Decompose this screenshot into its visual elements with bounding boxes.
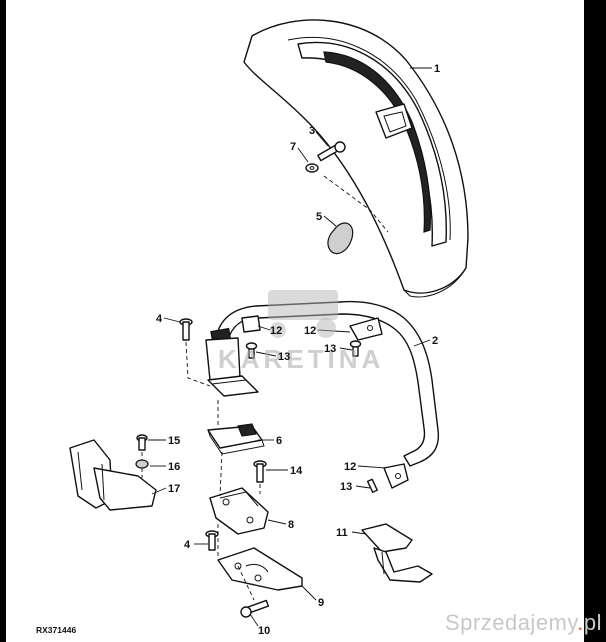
tube-clamp-part-lower — [383, 463, 409, 489]
side-bolt-part — [136, 434, 148, 451]
alignment-line-mount — [185, 341, 211, 387]
fender-washer-part — [305, 163, 319, 173]
base-bolt-part — [240, 599, 270, 618]
callout-6: 6 — [276, 435, 282, 447]
reflector-part — [327, 222, 354, 255]
watermark-text: KARETINA — [218, 344, 384, 374]
callout-3: 3 — [309, 125, 315, 137]
callout-12-lower: 12 — [344, 461, 356, 473]
callout-12-right: 12 — [304, 325, 316, 337]
callout-labels: 1 2 3 7 5 4 12 12 13 13 6 14 15 16 17 12… — [156, 63, 440, 637]
tube-screw-part-right — [349, 340, 362, 357]
base-plate-part — [217, 547, 303, 591]
watermark: KARETINA — [218, 290, 384, 374]
callout-4-upper: 4 — [156, 313, 163, 325]
brand-dot: . — [577, 610, 584, 635]
callout-8: 8 — [288, 519, 294, 531]
exploded-parts-diagram: KARETINA 1 2 3 7 5 4 12 12 13 13 6 14 15… — [69, 19, 469, 637]
rear-bracket-part — [361, 523, 433, 583]
tube-clamp-part-right — [349, 317, 383, 341]
alignment-line-fender — [323, 175, 389, 233]
callout-12-left: 12 — [270, 325, 282, 337]
callout-5: 5 — [316, 211, 322, 223]
mount-bolt-part-upper — [179, 318, 193, 341]
callout-13-right: 13 — [324, 343, 336, 355]
callout-15: 15 — [168, 435, 180, 447]
callout-14: 14 — [290, 465, 303, 477]
callout-9: 9 — [318, 597, 324, 609]
alignment-line-stack — [217, 400, 223, 558]
drawing-reference: RX371446 — [36, 625, 77, 635]
side-bracket-part — [69, 439, 157, 511]
side-nut-part — [135, 459, 149, 469]
tube-clamp-part-left — [241, 315, 261, 333]
callout-13-lower: 13 — [340, 481, 352, 493]
mount-bolt-part-lower — [205, 530, 219, 551]
brand-watermark: Sprzedajemy.pl — [445, 610, 602, 636]
tube-screw-part-lower — [366, 478, 378, 493]
callout-1: 1 — [434, 63, 440, 75]
callout-16: 16 — [168, 461, 180, 473]
fender-bracket-part — [209, 487, 269, 535]
brand-suffix: pl — [583, 610, 602, 635]
tube-mount-block-part — [205, 337, 259, 397]
tube-screw-part-left — [245, 342, 258, 359]
mount-plate-part — [207, 423, 265, 455]
bracket-bolt-part — [253, 460, 267, 483]
callout-7: 7 — [290, 141, 296, 153]
leader-lines — [148, 67, 432, 627]
callout-17: 17 — [168, 483, 180, 495]
callout-10: 10 — [258, 625, 270, 637]
fender-part — [243, 19, 469, 298]
callout-2: 2 — [432, 335, 438, 347]
callout-11: 11 — [336, 527, 348, 539]
alignment-line-base — [237, 565, 255, 601]
callout-13-left: 13 — [278, 351, 290, 363]
brand-name: Sprzedajemy — [444, 610, 578, 635]
diagram-sheet: KARETINA 1 2 3 7 5 4 12 12 13 13 6 14 15… — [6, 0, 584, 642]
fender-bolt-part — [317, 141, 346, 162]
tractor-icon — [268, 290, 338, 320]
callout-4-lower: 4 — [184, 539, 191, 551]
